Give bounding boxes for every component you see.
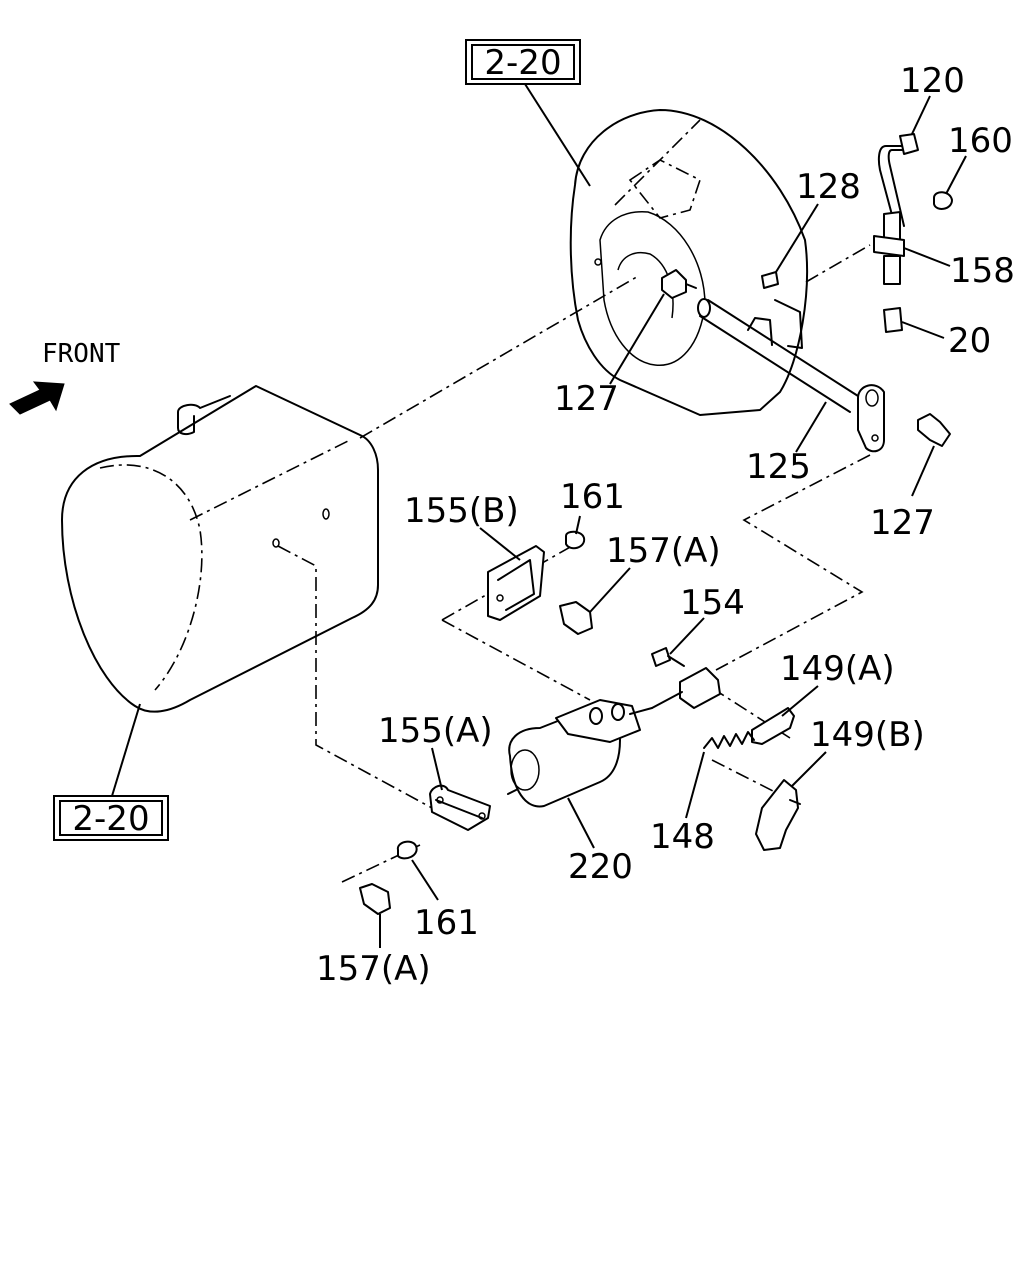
bolt-157a-top[interactable] (559, 601, 593, 635)
callout-149b: 149(B) (810, 715, 925, 755)
callout-158: 158 (950, 251, 1015, 291)
callout-157a-top: 157(A) (606, 531, 721, 571)
callout-128: 128 (796, 167, 861, 207)
plate-149b[interactable] (755, 779, 801, 851)
release-shaft[interactable] (697, 298, 859, 413)
nut-161-bottom[interactable] (396, 840, 418, 860)
plate-149a[interactable] (751, 707, 795, 745)
clutch-housing (569, 109, 808, 416)
clutch-booster-220[interactable] (507, 699, 653, 808)
reference-box-bottom[interactable]: 2-20 (53, 703, 169, 841)
callout-220: 220 (568, 847, 633, 887)
callout-155b: 155(B) (404, 491, 519, 531)
callout-161-bottom: 161 (414, 903, 479, 943)
callout-155a: 155(A) (378, 711, 493, 751)
clutch-cover-assembly (61, 385, 379, 713)
reference-label-top: 2-20 (484, 43, 561, 83)
callout-120: 120 (900, 61, 965, 101)
reference-label-bottom: 2-20 (72, 799, 149, 839)
callout-157a-bottom: 157(A) (316, 949, 431, 989)
callout-20: 20 (948, 321, 991, 361)
grease-nipple-top[interactable] (661, 269, 697, 299)
callout-125: 125 (746, 447, 811, 487)
front-arrow-icon (9, 381, 65, 415)
grease-nipple-right[interactable] (917, 413, 951, 447)
bracket-155b[interactable] (487, 530, 586, 621)
callout-127-right: 127 (870, 503, 935, 543)
release-lever[interactable] (857, 384, 885, 453)
reference-box-top[interactable]: 2-20 (465, 39, 591, 187)
callout-149a: 149(A) (780, 649, 895, 689)
clip-128[interactable] (761, 271, 779, 289)
callout-160: 160 (948, 121, 1013, 161)
callout-labels: 120 160 128 158 20 127 125 127 155(B) 16… (316, 61, 1015, 989)
clutch-pipe-assembly[interactable] (873, 133, 953, 333)
spring-148[interactable] (703, 731, 755, 749)
callout-161-top: 161 (560, 477, 625, 517)
callout-127-top: 127 (554, 379, 619, 419)
callout-leaders (379, 95, 967, 948)
clevis-assembly[interactable] (651, 667, 721, 709)
callout-148: 148 (650, 817, 715, 857)
clevis-pin-154[interactable] (651, 647, 685, 667)
bracket-155a[interactable] (429, 784, 491, 831)
callout-154: 154 (680, 583, 745, 623)
front-label: FRONT (42, 339, 121, 369)
bolt-157a-bottom[interactable] (359, 883, 391, 915)
front-indicator: FRONT (9, 339, 121, 415)
